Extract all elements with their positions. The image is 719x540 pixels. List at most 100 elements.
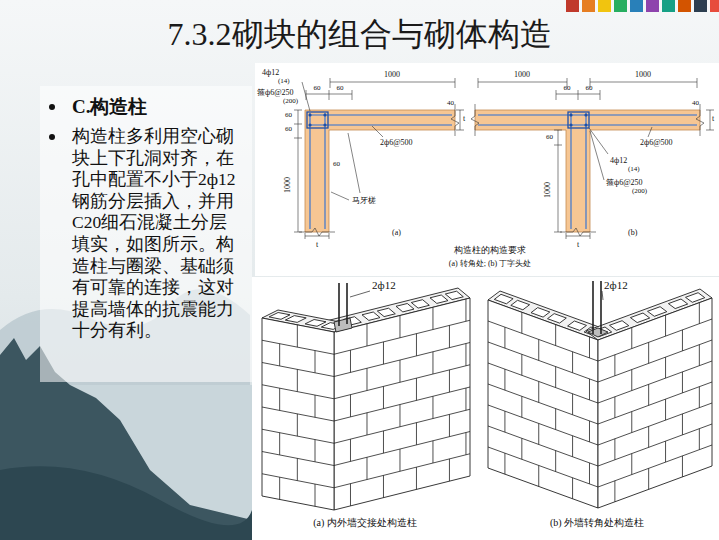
corner-wall <box>614 439 615 460</box>
tee-junction-wall <box>416 423 417 445</box>
figure-panel <box>252 277 719 540</box>
tee-junction-wall <box>366 413 367 435</box>
rebar-callout: 2ф12 <box>372 279 396 292</box>
tee-junction-wall <box>279 477 280 499</box>
plan-detail-tee <box>569 113 587 126</box>
tee-junction-wall <box>262 474 334 488</box>
plan-detail-corner <box>299 104 459 236</box>
dimension: 1000 <box>635 70 651 79</box>
corner-wall <box>588 328 608 337</box>
dimension: 60 <box>314 84 321 92</box>
corner-wall <box>648 342 649 363</box>
figure-panel <box>252 63 719 540</box>
dimension: t <box>463 114 465 123</box>
corner-wall <box>488 300 598 508</box>
corner-wall <box>494 294 513 304</box>
corner-wall <box>598 382 712 424</box>
corner-wall <box>488 426 598 466</box>
rebar-callout: (14) <box>628 165 640 173</box>
tee-junction-wall <box>338 283 340 326</box>
tee-junction-wall <box>350 439 351 461</box>
corner-wall <box>511 300 530 310</box>
tee-junction-wall <box>350 484 351 506</box>
tee-junction-wall <box>262 429 334 443</box>
color-squares <box>614 0 627 12</box>
dimension: 60 <box>586 84 593 92</box>
figure-caption: (b) 外墙转角处构造柱 <box>550 517 644 529</box>
rebar-callout: (14) <box>278 77 290 85</box>
corner-wall <box>631 454 632 475</box>
corner-wall <box>600 281 602 334</box>
corner-wall <box>538 423 539 444</box>
tee-junction-wall <box>334 409 470 443</box>
tee-junction-wall <box>315 395 316 417</box>
figure-caption: 构造柱的构造要求 <box>454 245 526 255</box>
plan-detail-corner <box>309 113 452 229</box>
tee-junction-wall <box>350 350 351 372</box>
tee-junction-wall <box>279 433 280 455</box>
tee-junction-wall <box>465 344 466 366</box>
dimension: 60 <box>333 160 340 168</box>
stirrup-callout: (200) <box>283 97 298 105</box>
corner-wall <box>488 384 598 424</box>
plan-detail-tee <box>589 127 652 180</box>
corner-wall <box>699 303 700 324</box>
dimension: 60 <box>285 125 292 133</box>
corner-wall <box>488 281 712 508</box>
dimension: 1000 <box>514 70 530 79</box>
tee-junction-wall <box>350 395 351 417</box>
corner-wall <box>538 381 539 402</box>
plan-detail-corner <box>294 78 464 239</box>
rebar-callout: 4ф12 <box>262 68 279 77</box>
tee-junction-wall <box>297 325 298 347</box>
color-squares <box>694 0 707 12</box>
corner-wall <box>488 321 598 361</box>
corner-wall <box>648 307 667 317</box>
tee-junction-wall <box>465 299 466 321</box>
corner-wall <box>521 312 522 333</box>
dimension: 1000 <box>283 177 292 193</box>
corner-wall <box>631 370 632 391</box>
corner-wall <box>665 357 666 378</box>
corner-wall <box>488 342 598 382</box>
corner-wall <box>531 308 550 318</box>
corner-wall <box>686 293 705 303</box>
corner-wall <box>665 315 666 336</box>
tee-junction-wall <box>399 449 400 471</box>
color-squares <box>710 0 719 12</box>
tee-junction-wall <box>315 351 316 373</box>
corner-wall <box>572 394 573 415</box>
tee-junction-wall <box>285 316 306 323</box>
color-squares <box>646 0 659 12</box>
corner-wall <box>568 321 587 330</box>
plan-detail-corner <box>305 110 455 232</box>
tee-junction-wall <box>269 313 290 320</box>
landscape <box>40 86 252 382</box>
tee-junction-wall <box>262 363 334 377</box>
tee-junction-wall <box>362 312 380 320</box>
tee-junction-wall <box>315 484 316 506</box>
dimension: t <box>316 240 318 249</box>
tee-junction-wall <box>297 458 298 480</box>
corner-wall <box>602 291 603 300</box>
plan-detail-tee <box>471 78 714 239</box>
corner-wall <box>598 340 712 382</box>
tee-junction-wall <box>416 378 417 400</box>
corner-wall <box>614 397 615 418</box>
tee-junction-wall <box>315 440 316 462</box>
corner-wall <box>488 363 598 403</box>
corner-wall <box>592 281 594 334</box>
corner-wall <box>682 414 683 435</box>
corner-wall <box>589 379 590 400</box>
tee-junction-wall <box>279 388 280 410</box>
plan-detail-corner <box>323 113 326 116</box>
tee-junction-wall <box>366 457 367 479</box>
tee-junction-wall <box>465 388 466 410</box>
tee-junction-wall <box>449 459 450 481</box>
plan-detail-corner <box>308 113 311 116</box>
plan-detail-corner <box>302 82 383 200</box>
color-squares <box>678 0 691 12</box>
tee-junction-wall <box>432 307 433 329</box>
